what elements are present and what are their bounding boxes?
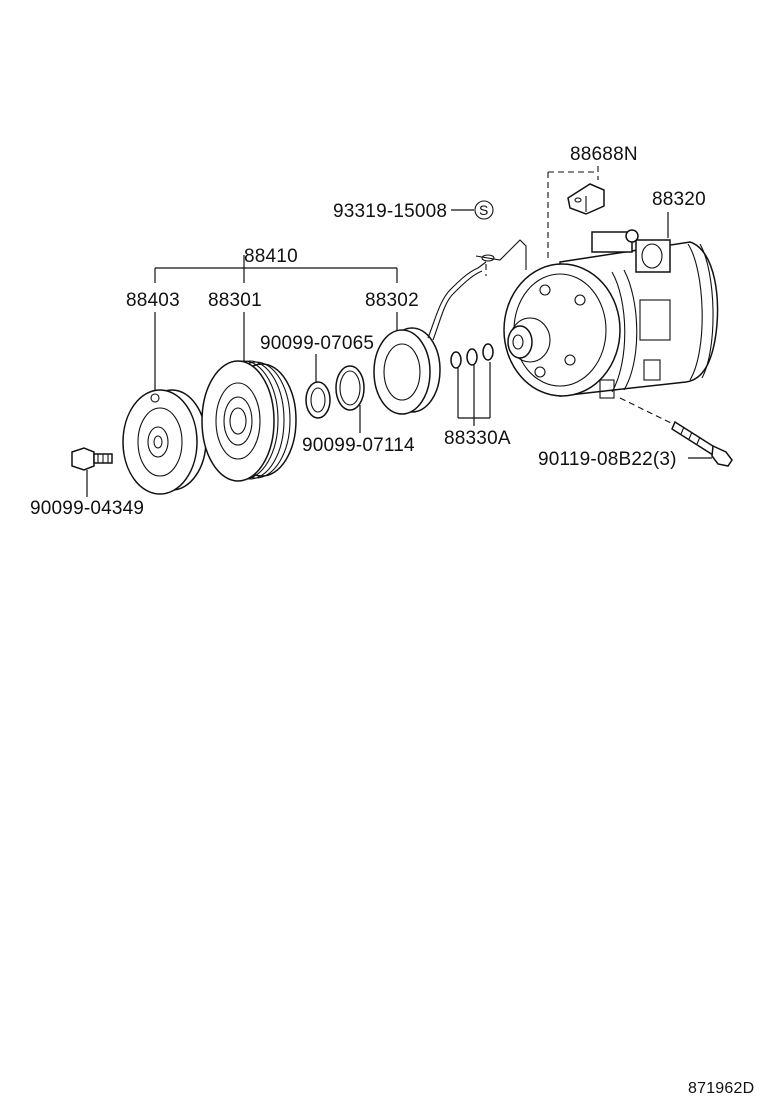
label-90099-07114[interactable]: 90099-07114: [302, 435, 415, 456]
label-90119-08B22[interactable]: 90119-08B22(3): [538, 449, 677, 470]
leader-88330A: [457, 362, 491, 426]
bolt-90119-08B22-icon[interactable]: [619, 397, 733, 467]
snap-ring-90099-07114-icon[interactable]: [335, 365, 365, 411]
label-88301[interactable]: 88301: [208, 290, 262, 311]
label-88320[interactable]: 88320: [652, 189, 706, 210]
label-90099-07065[interactable]: 90099-07065: [260, 333, 374, 354]
label-88410[interactable]: 88410: [244, 246, 298, 267]
label-88688N[interactable]: 88688N: [570, 144, 638, 165]
s-marker-label: S: [479, 202, 488, 218]
bracket-88410: [154, 255, 398, 283]
bracket-88688N-icon[interactable]: [567, 183, 605, 215]
pulley-88301-icon[interactable]: [201, 360, 297, 482]
diagram-code: 871962D: [688, 1080, 754, 1097]
label-88403[interactable]: 88403: [126, 290, 180, 311]
label-88302[interactable]: 88302: [365, 290, 419, 311]
bolt-90099-04349-icon[interactable]: [71, 447, 113, 471]
clutch-hub-88403-icon[interactable]: [122, 389, 207, 495]
wire-bracket-icon[interactable]: [475, 239, 527, 276]
field-coil-88302-icon[interactable]: [373, 261, 487, 415]
leader-88688N: [547, 166, 599, 262]
snap-ring-90099-07065-icon[interactable]: [305, 381, 331, 419]
label-88330A[interactable]: 88330A: [444, 428, 511, 449]
label-93319-15008[interactable]: 93319-15008: [333, 201, 447, 222]
s-marker-icon: [474, 200, 494, 220]
shim-88330A-icon[interactable]: [450, 343, 494, 369]
label-90099-04349[interactable]: 90099-04349: [30, 498, 144, 519]
compressor-88320-icon[interactable]: [503, 229, 719, 399]
